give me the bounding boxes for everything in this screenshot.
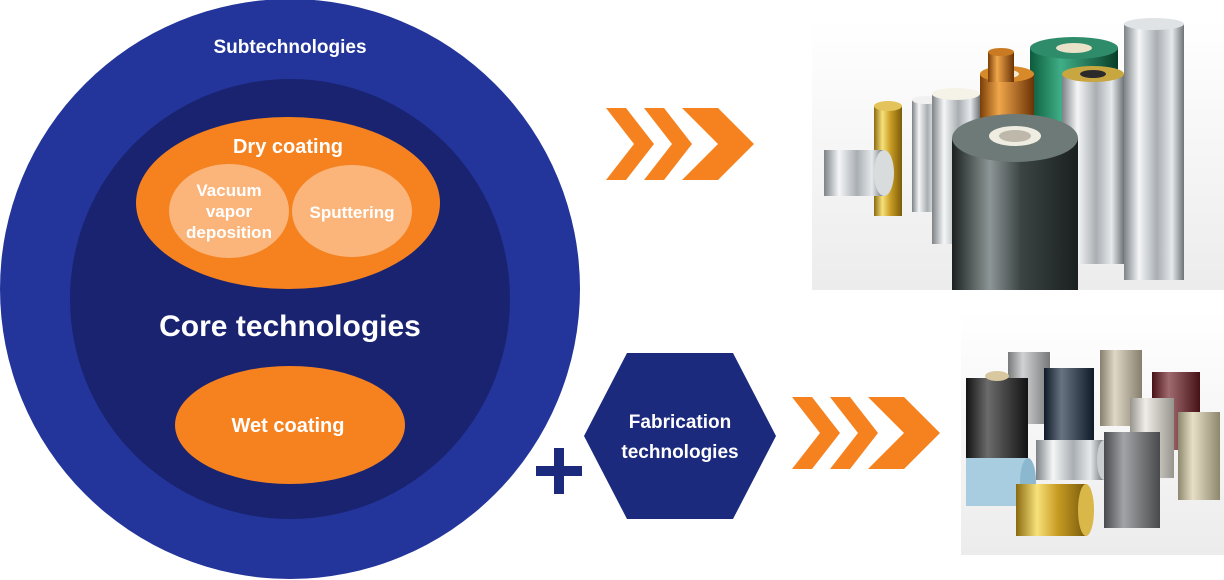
vacuum-vapor-deposition-label-line3: deposition bbox=[186, 223, 272, 242]
fabrication-label-line2: technologies bbox=[621, 442, 738, 463]
vacuum-vapor-deposition-bubble: Vacuum vapor deposition bbox=[169, 164, 289, 258]
dry-coating-label: Dry coating bbox=[233, 136, 343, 158]
top-chevron-arrow-icon bbox=[606, 108, 754, 180]
film-rolls-photo bbox=[812, 18, 1224, 290]
wet-coating-ellipse: Wet coating bbox=[175, 366, 405, 484]
bottom-chevron-arrow-icon bbox=[792, 397, 940, 469]
vacuum-vapor-deposition-label-line1: Vacuum bbox=[196, 181, 261, 200]
wet-coating-label: Wet coating bbox=[232, 415, 345, 437]
core-technologies-label: Core technologies bbox=[159, 310, 421, 343]
fabrication-technologies-hexagon: Fabrication technologies bbox=[584, 353, 776, 519]
dry-coating-ellipse: Dry coating Vacuum vapor deposition Sput… bbox=[136, 117, 440, 289]
sputtering-bubble: Sputtering bbox=[292, 165, 412, 257]
thread-spools-photo bbox=[961, 311, 1224, 555]
subtechnologies-label: Subtechnologies bbox=[213, 37, 366, 58]
sputtering-label: Sputtering bbox=[310, 203, 395, 222]
plus-icon bbox=[536, 448, 582, 494]
vacuum-vapor-deposition-label-line2: vapor bbox=[206, 202, 253, 221]
fabrication-label-line1: Fabrication bbox=[629, 412, 731, 433]
